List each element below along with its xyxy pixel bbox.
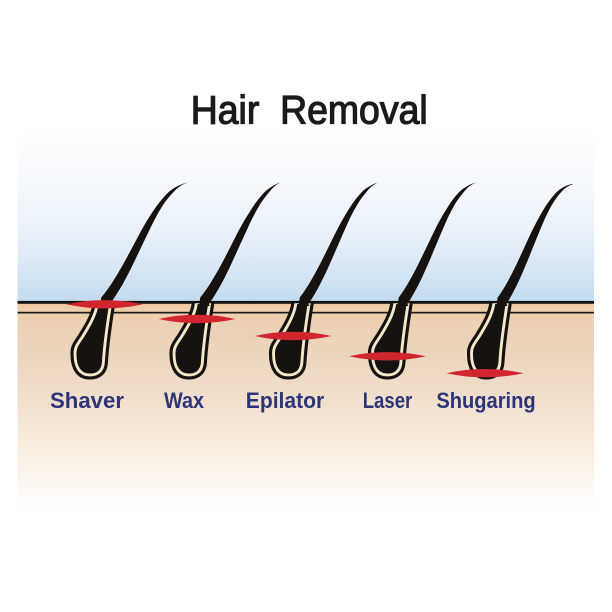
svg-text:Wax: Wax	[164, 388, 204, 413]
svg-text:Laser: Laser	[363, 388, 413, 413]
svg-text:Epilator: Epilator	[246, 388, 325, 413]
svg-text:Hair Removal: Hair Removal	[191, 88, 428, 132]
svg-text:Shugaring: Shugaring	[436, 388, 535, 413]
svg-text:Shaver: Shaver	[50, 388, 124, 413]
